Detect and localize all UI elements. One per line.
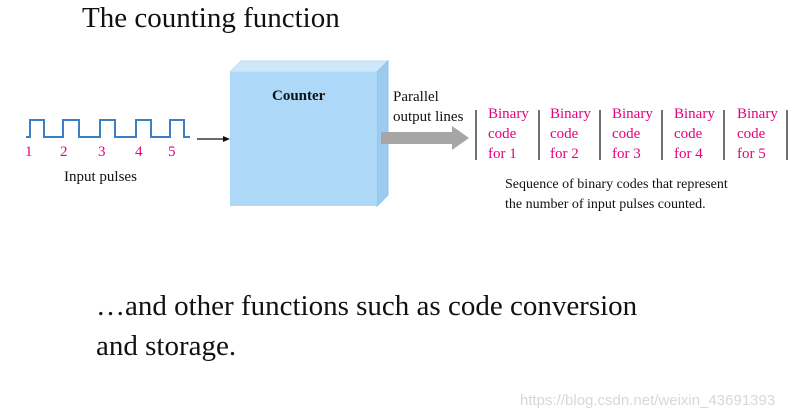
pulse-label-1: 1	[25, 144, 33, 160]
parallel-output-label-line2: output lines	[393, 109, 464, 125]
binary-code-3: Binary code for 3	[612, 104, 672, 164]
parallel-output-label: Parallel output lines	[393, 87, 463, 127]
other-functions-text: …and other functions such as code conver…	[96, 286, 637, 366]
counter-box	[230, 72, 377, 206]
input-arrow-head	[223, 136, 230, 142]
binary-code-1: Binary code for 1	[488, 104, 548, 164]
binary-code-line: for 3	[612, 146, 641, 162]
other-functions-line2: and storage.	[96, 330, 237, 362]
parallel-output-label-line1: Parallel	[393, 89, 439, 105]
other-functions-line1: …and other functions such as code conver…	[96, 290, 638, 322]
binary-code-line: Binary	[737, 106, 778, 122]
watermark: https://blog.csdn.net/weixin_43691393	[520, 392, 776, 409]
parallel-output-arrow	[381, 126, 469, 150]
sequence-caption-line1: Sequence of binary codes that represent	[505, 177, 728, 192]
input-pulses-caption: Input pulses	[64, 169, 137, 185]
code-separators	[475, 110, 788, 160]
pulse-label-4: 4	[135, 144, 143, 160]
pulse-label-5: 5	[168, 144, 176, 160]
input-pulse-waveform	[26, 119, 190, 138]
binary-code-line: Binary	[612, 106, 653, 122]
pulse-label-3: 3	[98, 144, 106, 160]
binary-code-line: code	[674, 126, 703, 142]
sequence-caption-line2: the number of input pulses counted.	[505, 197, 706, 212]
binary-code-2: Binary code for 2	[550, 104, 610, 164]
binary-code-line: for 5	[737, 146, 766, 162]
binary-code-line: code	[488, 126, 517, 142]
binary-code-line: for 4	[674, 146, 703, 162]
diagram-title: The counting function	[82, 2, 340, 34]
sequence-caption: Sequence of binary codes that represent …	[505, 175, 728, 215]
binary-code-line: Binary	[550, 106, 591, 122]
binary-code-5: Binary code for 5	[737, 104, 797, 164]
binary-code-4: Binary code for 4	[674, 104, 734, 164]
binary-code-line: code	[612, 126, 641, 142]
binary-code-line: code	[550, 126, 579, 142]
binary-code-line: for 2	[550, 146, 579, 162]
binary-code-line: Binary	[674, 106, 715, 122]
binary-code-line: Binary	[488, 106, 529, 122]
binary-code-line: for 1	[488, 146, 517, 162]
binary-code-line: code	[737, 126, 766, 142]
counter-box-top	[228, 60, 390, 73]
pulse-label-2: 2	[60, 144, 68, 160]
counter-label: Counter	[272, 88, 326, 104]
